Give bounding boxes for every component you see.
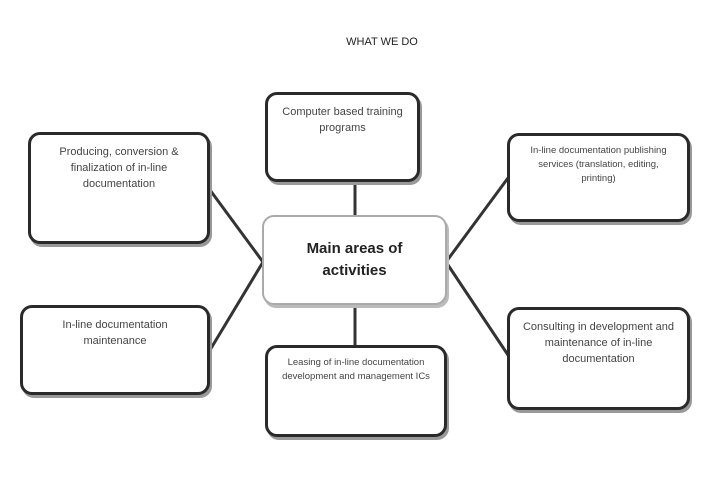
- box-leasing: Leasing of in-line documentation develop…: [265, 345, 447, 437]
- box-text: Computer based training programs: [282, 106, 403, 134]
- connector-left-bottom: [208, 261, 265, 351]
- connector-left-top: [208, 189, 265, 263]
- box-documentation-maintenance: In-line documentation maintenance: [20, 305, 210, 395]
- connector-right-top: [444, 177, 510, 263]
- box-producing-conversion: Producing, conversion & finalization of …: [28, 132, 210, 244]
- center-text: Main areas of activities: [306, 239, 403, 280]
- center-main-areas: Main areas of activities: [262, 215, 447, 305]
- box-publishing-services: In-line documentation publishing service…: [507, 133, 690, 222]
- box-consulting: Consulting in development and maintenanc…: [507, 307, 690, 410]
- box-computer-based-training: Computer based training programs: [265, 92, 420, 182]
- box-text: In-line documentation publishing service…: [530, 145, 667, 184]
- box-text: Producing, conversion & finalization of …: [59, 146, 179, 190]
- box-text: Leasing of in-line documentation develop…: [282, 357, 430, 382]
- box-text: In-line documentation maintenance: [62, 319, 168, 347]
- diagram-title: WHAT WE DO: [346, 36, 418, 48]
- box-text: Consulting in development and maintenanc…: [522, 321, 675, 365]
- connector-right-bottom: [444, 261, 510, 356]
